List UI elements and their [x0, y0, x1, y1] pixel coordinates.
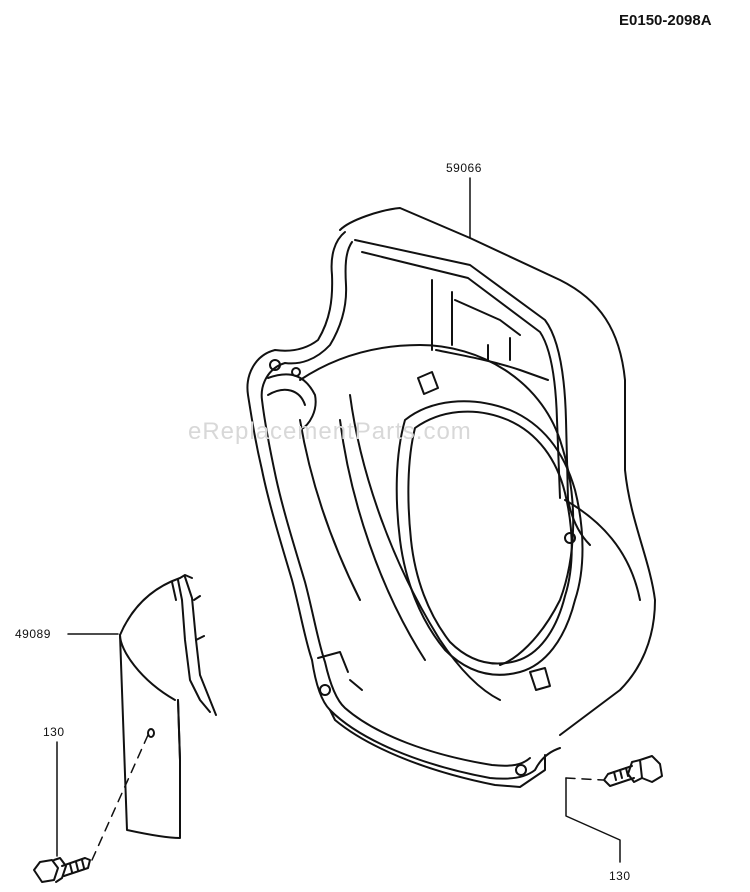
part-number-49089: 49089	[15, 627, 51, 641]
part-number-130-left: 130	[43, 725, 65, 739]
part-number-59066: 59066	[446, 161, 482, 175]
document-code: E0150-2098A	[619, 12, 712, 29]
bolt-icon	[33, 857, 91, 883]
leader-130-left-dash	[91, 734, 149, 861]
bolt-icon	[603, 755, 663, 787]
leader-130-right	[565, 777, 621, 863]
part-number-130-right: 130	[609, 869, 631, 883]
fan-housing-icon	[246, 207, 656, 788]
cover-plate-icon	[119, 574, 217, 839]
watermark: eReplacementParts.com	[188, 418, 472, 445]
leader-130-right-dash	[565, 777, 604, 781]
